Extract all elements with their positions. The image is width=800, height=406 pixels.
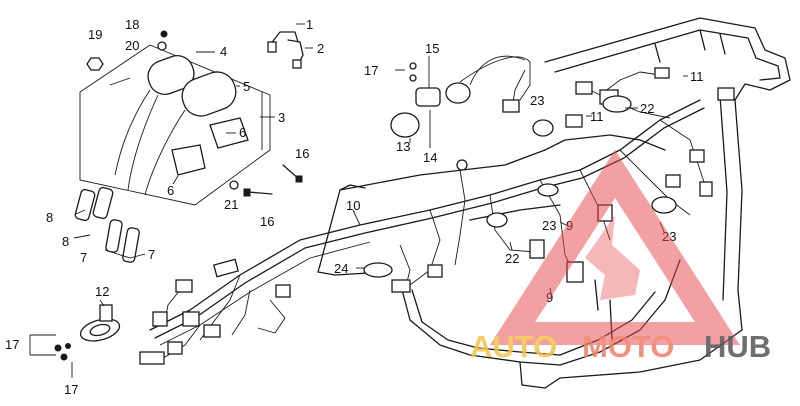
callout-7b: 7 <box>148 247 155 262</box>
bolts <box>229 164 303 197</box>
callout-21: 21 <box>224 197 238 212</box>
callout-4: 4 <box>220 44 227 59</box>
callout-5: 5 <box>243 79 250 94</box>
callout-19: 19 <box>88 27 102 42</box>
callout-14: 14 <box>423 150 437 165</box>
flasher-relay-group <box>390 56 531 138</box>
callout-15: 15 <box>425 41 439 56</box>
callout-18: 18 <box>125 17 139 32</box>
callout-23b: 23 <box>542 218 556 233</box>
wire-clips <box>267 31 304 69</box>
callout-8a: 8 <box>46 210 53 225</box>
callout-13: 13 <box>396 139 410 154</box>
callout-12: 12 <box>95 284 109 299</box>
callout-7a: 7 <box>80 250 87 265</box>
callout-22b: 22 <box>505 251 519 266</box>
callout-23a: 23 <box>530 93 544 108</box>
callout-24: 24 <box>334 261 348 276</box>
callout-6a: 6 <box>239 125 246 140</box>
horn <box>54 304 121 361</box>
callout-17a: 17 <box>364 63 378 78</box>
callout-17b: 17 <box>5 337 19 352</box>
harness-bands <box>363 95 677 278</box>
callout-16a: 16 <box>295 146 309 161</box>
automotohub-watermark: AUTO MOTO HUB <box>470 150 771 364</box>
callout-22a: 22 <box>640 101 654 116</box>
callout-6b: 6 <box>167 183 174 198</box>
watermark-triangle-logo <box>490 150 740 345</box>
callout-11a: 11 <box>690 69 704 84</box>
callout-11b: 11 <box>590 109 604 124</box>
callout-8b: 8 <box>62 234 69 249</box>
callout-20: 20 <box>125 38 139 53</box>
frame <box>317 17 791 389</box>
callout-2: 2 <box>317 41 324 56</box>
watermark-text-auto: AUTO <box>470 329 557 364</box>
watermark-text-moto: MOTO <box>582 329 674 364</box>
callout-1: 1 <box>306 17 313 32</box>
callout-17c: 17 <box>64 382 78 397</box>
callout-10: 10 <box>346 198 360 213</box>
ignition-coil-group <box>79 30 271 206</box>
callout-3: 3 <box>278 110 285 125</box>
callout-16b: 16 <box>260 214 274 229</box>
watermark-text-hub: HUB <box>704 329 771 364</box>
